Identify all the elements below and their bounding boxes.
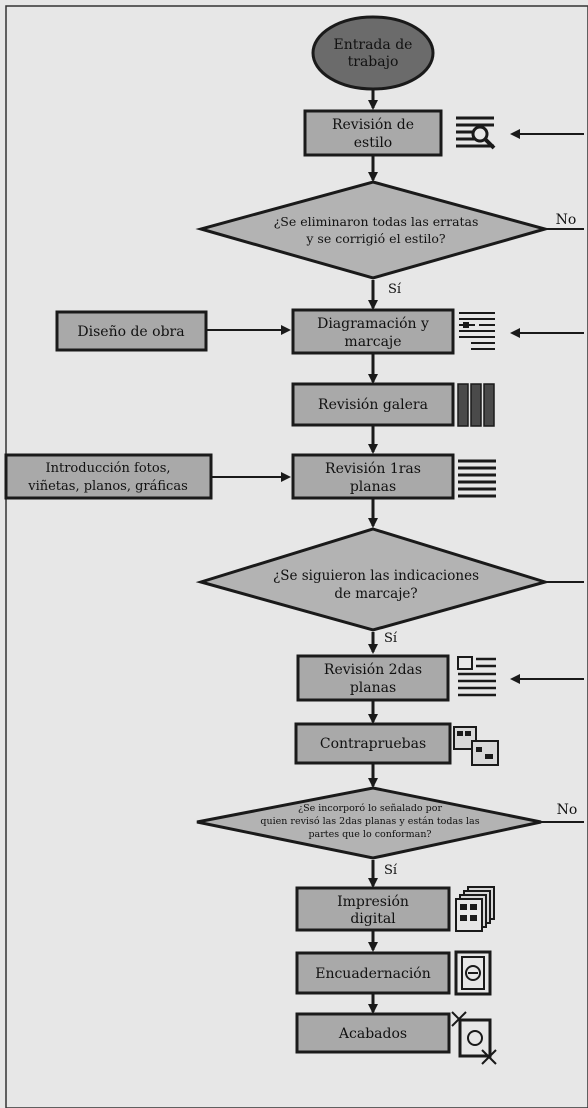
box-diagramacion-line1: Diagramación y: [317, 316, 429, 332]
box-revision-segundas-line2: planas: [350, 680, 396, 696]
finished-book-icon: [451, 1011, 497, 1065]
decision-erratas-yes-label: Sí: [388, 282, 402, 297]
decision-erratas-line1: ¿Se eliminaron todas las erratas: [274, 214, 479, 229]
decision-incorporo: ¿Se incorporó lo señalado por quien revi…: [196, 786, 578, 878]
start-node: Entrada de trabajo: [311, 15, 435, 91]
box-revision-estilo-line2: estilo: [354, 135, 392, 151]
magnifier-doc-icon: [454, 114, 498, 152]
decision-incorporo-yes-label: Sí: [384, 863, 398, 878]
printed-stack-icon: [455, 886, 495, 932]
side-box-fotos-line2: viñetas, planos, gráficas: [27, 479, 188, 494]
box-contrapruebas-label: Contrapruebas: [320, 736, 426, 752]
box-contrapruebas: Contrapruebas: [294, 722, 452, 765]
box-revision-estilo: Revisión de estilo: [303, 109, 443, 157]
box-impresion: Impresión digital: [295, 886, 451, 932]
box-revision-galera: Revisión galera: [291, 382, 455, 427]
side-box-diseno-label: Diseño de obra: [77, 324, 184, 340]
decision-incorporo-line1: ¿Se incorporó lo señalado por: [298, 803, 442, 814]
box-revision-primeras-line1: Revisión 1ras: [325, 461, 421, 477]
layout-page-icon: [457, 656, 496, 697]
side-box-fotos-line1: Introducción fotos,: [45, 461, 170, 476]
box-revision-estilo-line1: Revisión de: [332, 117, 414, 133]
decision-incorporo-no-label: No: [557, 802, 578, 818]
box-encuadernacion: Encuadernación: [295, 951, 451, 995]
box-revision-segundas-line1: Revisión 2das: [324, 662, 422, 678]
box-revision-primeras: Revisión 1ras planas: [291, 453, 455, 500]
box-acabados-label: Acabados: [338, 1026, 407, 1042]
box-diagramacion-line2: marcaje: [344, 334, 401, 350]
box-impresion-line2: digital: [350, 911, 396, 927]
marked-page-icon: [459, 312, 495, 350]
decision-marcaje-line1: ¿Se siguieron las indicaciones: [273, 568, 479, 584]
decision-erratas: ¿Se eliminaron todas las erratas y se co…: [195, 180, 577, 297]
text-lines-icon: [458, 459, 496, 498]
side-box-diseno: Diseño de obra: [55, 310, 208, 352]
box-acabados: Acabados: [295, 1012, 451, 1054]
binding-icon: [454, 950, 492, 996]
box-revision-primeras-line2: planas: [350, 479, 396, 495]
decision-marcaje-line2: de marcaje?: [334, 586, 417, 602]
box-diagramacion: Diagramación y marcaje: [291, 308, 455, 355]
side-box-fotos: Introducción fotos, viñetas, planos, grá…: [4, 453, 213, 500]
decision-erratas-line2: y se corrigió el estilo?: [305, 231, 446, 246]
galley-strips-icon: [457, 383, 495, 427]
feedback-connectors: [510, 129, 584, 823]
decision-marcaje-yes-label: Sí: [384, 631, 398, 646]
box-revision-segundas: Revisión 2das planas: [296, 654, 450, 702]
proof-sheets-icon: [453, 726, 499, 766]
start-label-line1: Entrada de: [334, 37, 413, 53]
box-encuadernacion-label: Encuadernación: [315, 966, 431, 982]
box-revision-galera-label: Revisión galera: [318, 397, 428, 413]
side-input-connectors: [207, 325, 291, 482]
decision-incorporo-line2: quien revisó las 2das planas y están tod…: [260, 816, 479, 827]
decision-incorporo-line3: partes que lo conforman?: [308, 829, 431, 840]
decision-marcaje: ¿Se siguieron las indicaciones de marcaj…: [195, 527, 551, 646]
decision-erratas-no-label: No: [556, 212, 577, 228]
box-impresion-line1: Impresión: [337, 894, 409, 910]
start-label-line2: trabajo: [348, 54, 399, 70]
